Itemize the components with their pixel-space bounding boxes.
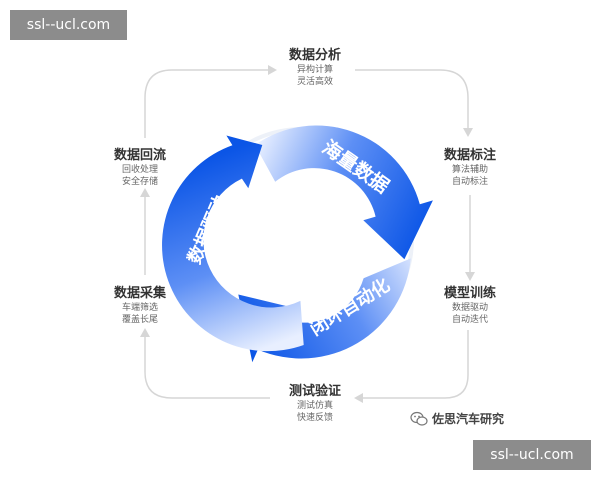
node-line: 自动标注 [451,177,488,187]
node-line: 算法辅助 [451,165,488,175]
node-line: 测试仿真 [296,401,333,411]
connector-return-analysis [144,69,270,138]
node-data-analysis: 数据分析 异构计算 灵活高效 [270,47,360,88]
wechat-icon [410,411,428,426]
node-data-return: 数据回流 回收处理 安全存储 [95,147,185,188]
brand-name: 佐思汽车研究 [432,412,505,426]
arrowhead-to-train [465,272,475,281]
ring-segment-left [162,135,304,352]
connector-arrowheads [140,65,475,403]
node-line: 异构计算 [296,65,333,75]
node-line: 自动迭代 [451,315,488,325]
node-line: 覆盖长尾 [121,315,158,325]
node-line: 车端筛选 [121,303,158,313]
arrowhead-to-analysis [268,65,277,75]
connector-analysis-label [355,69,469,130]
arrowhead-to-label [463,128,473,137]
watermark-top: ssl--ucl.com [10,10,127,40]
node-title: 数据标注 [443,148,496,163]
node-test-verification: 测试验证 测试仿真 快速反馈 [270,383,360,424]
node-line: 回收处理 [121,165,158,175]
node-line: 快速反馈 [296,413,333,423]
node-title: 数据分析 [288,48,341,63]
ring-segment-top-right [255,125,433,260]
node-title: 测试验证 [288,384,341,399]
node-data-labeling: 数据标注 算法辅助 自动标注 [425,147,515,188]
node-title: 数据回流 [113,148,166,163]
arrowhead-to-collect [140,328,150,337]
node-model-training: 模型训练 数据驱动 自动迭代 [425,285,515,326]
connector-verify-collect [144,335,270,399]
arrowhead-to-verify [354,393,363,403]
connector-lines [144,69,471,399]
brand-mark: 佐思汽车研究 [410,410,504,427]
node-title: 模型训练 [443,286,496,301]
node-data-collection: 数据采集 车端筛选 覆盖长尾 [95,285,185,326]
arrowhead-to-return [140,188,150,197]
node-line: 安全存储 [121,177,158,187]
watermark-bottom: ssl--ucl.com [473,440,591,470]
node-line: 灵活高效 [296,77,333,87]
connector-train-verify [360,330,469,399]
node-line: 数据驱动 [451,303,488,313]
node-title: 数据采集 [113,286,166,301]
